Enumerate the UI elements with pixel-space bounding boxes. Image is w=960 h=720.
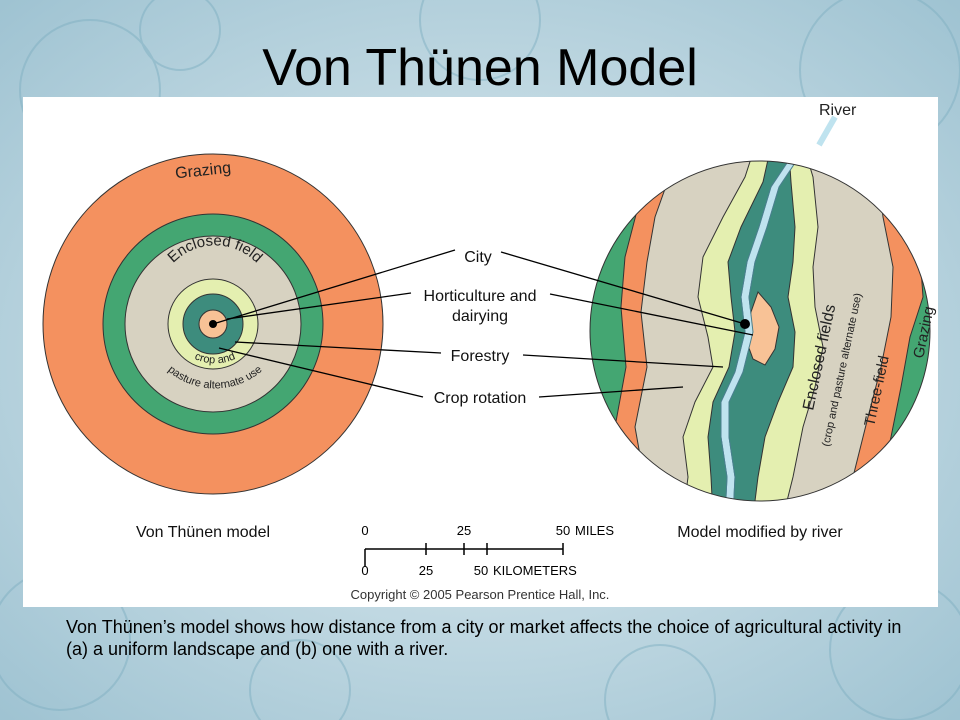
miles-tick-25: 25 — [457, 523, 471, 538]
miles-tick-0: 0 — [361, 523, 368, 538]
slide-caption: Von Thünen’s model shows how distance fr… — [66, 617, 902, 659]
horticulture-callout-line1: Horticulture and — [424, 288, 537, 305]
river-label: River — [819, 102, 857, 119]
km-tick-0: 0 — [361, 563, 368, 578]
km-tick-50: 50 — [474, 563, 488, 578]
von-thunen-diagram: Grazing Enclosed field crop and pasture … — [42, 102, 938, 602]
right-model-outline — [589, 160, 931, 502]
left-model-label: Von Thünen model — [136, 524, 270, 541]
slide-title: Von Thünen Model — [262, 39, 698, 97]
callout-leaders — [212, 249, 754, 398]
copyright: Copyright © 2005 Pearson Prentice Hall, … — [351, 587, 610, 602]
river — [721, 161, 823, 501]
right-model-label: Model modified by river — [677, 524, 843, 541]
scale-bar: 0 25 50 MILES 0 25 50 KILOMETERS — [361, 523, 614, 578]
miles-unit: MILES — [575, 523, 614, 538]
km-tick-25: 25 — [419, 563, 433, 578]
forestry-callout: Forestry — [451, 348, 510, 365]
grazing-label: Grazing — [174, 160, 232, 183]
right-river-model: River Enclosed fields (crop and pasture … — [589, 102, 938, 502]
miles-tick-50: 50 — [556, 523, 570, 538]
km-unit: KILOMETERS — [493, 563, 577, 578]
crop-rotation-callout: Crop rotation — [434, 390, 527, 407]
city-callout: City — [464, 249, 492, 266]
crop-pasture-line1: crop and — [193, 350, 237, 366]
diagram-figure: Grazing Enclosed field crop and pasture … — [23, 97, 938, 607]
horticulture-callout-line2: dairying — [452, 308, 508, 325]
